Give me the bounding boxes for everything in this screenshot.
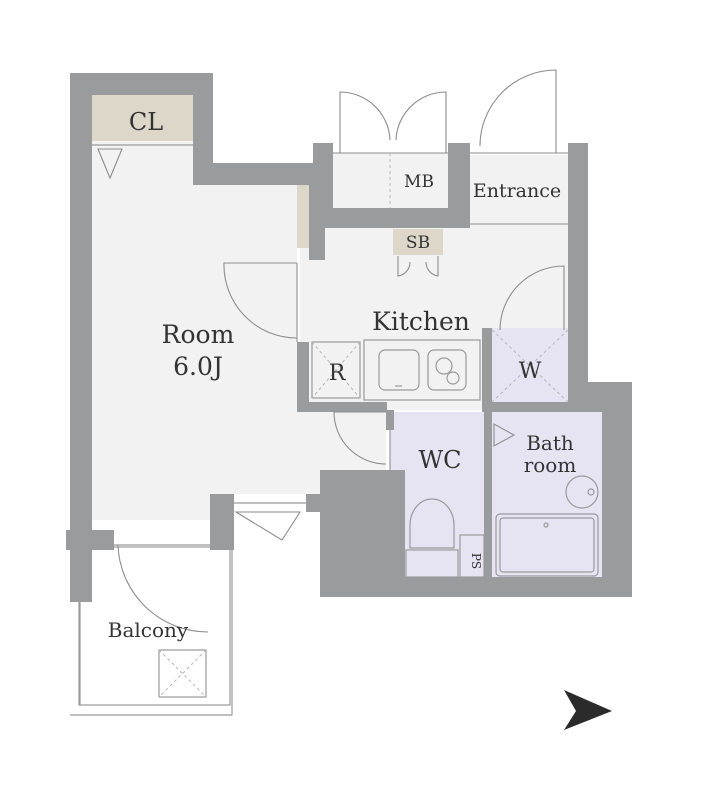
room-door [223,262,298,339]
bath-door-marker [493,423,516,447]
wall-entrance-right [568,143,588,403]
refrigerator-label: R [329,361,347,386]
kitchen-stove [427,349,467,391]
wall-left-post [70,550,92,602]
north-arrow-icon [564,690,612,730]
balcony-door [117,544,209,633]
washer-floor [492,328,568,402]
washbasin [565,475,599,509]
mb-door-left [339,91,391,153]
kitchen-sink [378,349,420,391]
entrance-label: Entrance [473,180,561,202]
toilet-tank [405,549,459,578]
entrance-floor [470,155,568,233]
meter-box-floor [333,153,448,208]
wall-mb-bottom [325,208,470,228]
room-lower-door [234,511,302,541]
room-storage-strip [297,185,309,248]
pipe-space-label: PS [469,553,483,569]
wall-bottom [320,577,632,597]
bathtub [495,513,599,577]
shoe-box-label: SB [406,233,430,253]
wall-room-bottom-stub [306,494,320,512]
washer-label: W [519,359,542,384]
fixtures [70,69,599,716]
closet-door-marker [97,148,123,180]
fridge-box [311,341,361,399]
wall-top [70,73,213,95]
kitchen-counter [363,339,481,401]
wall-kitchen-left-lower [297,342,309,412]
wall-washer-left [482,328,492,412]
wall-top-step [193,163,310,185]
room-size-label: 6.0J [173,352,223,381]
balcony-floor [78,546,231,706]
wall-mb-left [313,143,333,225]
wall-left-lower [66,530,114,550]
wc-door [333,411,387,465]
wall-mb-right [448,143,470,228]
closet-box [92,95,193,141]
wall-room-bottom-right [210,494,234,550]
room-name-label: Room [162,320,235,349]
floors [78,95,602,706]
kitchen-label: Kitchen [372,307,470,336]
entrance-door [479,69,557,153]
wall-left [70,73,92,553]
room-floor [92,95,386,520]
balcony-label: Balcony [108,618,189,642]
bath-label-line1: Bath [526,431,574,455]
mb-door-right [395,91,447,153]
wall-bath-right [602,382,632,597]
bath-floor [492,412,602,577]
pipe-space-box [459,534,485,578]
meter-box-label: MB [404,172,434,192]
bath-label-line2: room [524,453,577,477]
toilet [409,498,455,549]
labels: CL MB Entrance SB Kitchen Room 6.0J R W … [108,108,577,642]
wall-kitchen-bottom-right [484,402,602,412]
wc-label: WC [418,446,461,474]
shoe-box [393,229,443,255]
closet-label: CL [129,108,163,136]
walls [66,73,632,602]
washer-door [499,265,565,331]
wall-shaft [320,470,405,597]
balcony-hatch [158,649,207,698]
wall-top-right-of-closet [193,73,213,183]
wall-kitchen-bottom [297,402,387,412]
wall-wc-bath [484,412,492,597]
